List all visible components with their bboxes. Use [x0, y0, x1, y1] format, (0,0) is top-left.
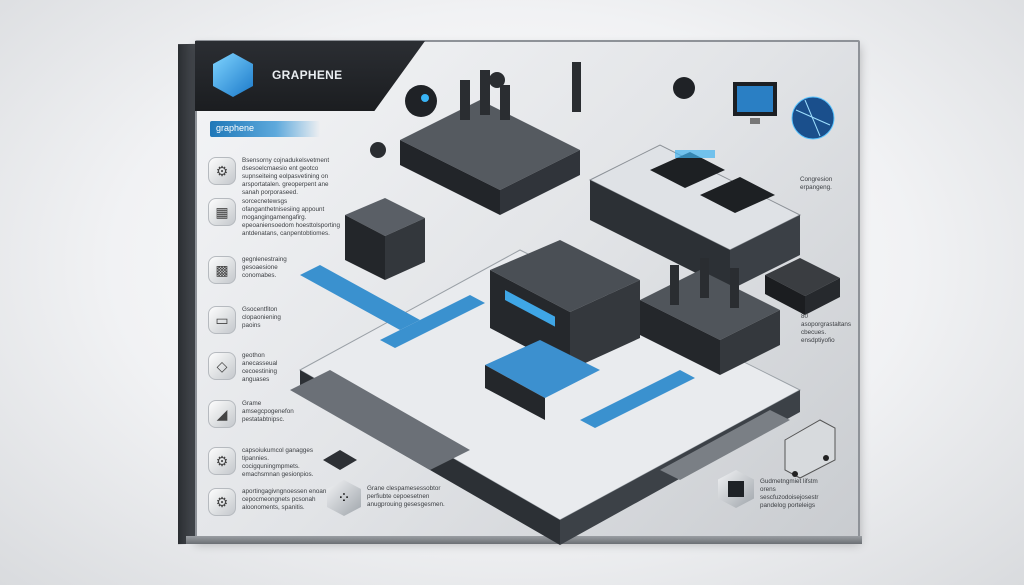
molecule-icon: ⁘: [327, 480, 361, 516]
graphene-logo-icon: [213, 53, 253, 97]
board-bottom-edge: [186, 536, 862, 544]
feature-item: ▩ gegnlenestraing gesoaesione conomabes.: [208, 256, 297, 284]
feature-item: ⚙Bsensorny cojnadukelsvetment dsesoelcma…: [208, 157, 342, 197]
feature-item: ▦sorcecnetewsgs ofanganthetnisesiing app…: [208, 198, 342, 238]
graphene-mesh-icon: ▩: [208, 256, 236, 284]
feature-text: geothon anecasseual cecoestining anguase…: [242, 352, 278, 383]
process-building: [640, 258, 780, 375]
feature-text: aportingagivngnoessen enoan cepocmeongne…: [242, 488, 327, 511]
globe-network-icon: [791, 96, 835, 140]
center-note-text: Grane clespamesessobtor perfiubte cepoes…: [367, 485, 445, 508]
layers-icon: ◇: [208, 352, 236, 380]
right-note: 80 asoporgrastaltans cbecues. ensdptiyof…: [801, 313, 852, 344]
gear-icon: ⚙: [208, 488, 236, 516]
graphene-tile: [323, 450, 357, 470]
graphene-block-icon: [718, 470, 754, 508]
gear-icon: ⚙: [208, 447, 236, 475]
feature-text: Bsensorny cojnadukelsvetment dsesoelcmae…: [242, 157, 330, 196]
right-facility: [588, 144, 802, 290]
feature-text: gegnlenestraing gesoaesione conomabes.: [242, 256, 287, 279]
conveyor-belts: [290, 265, 790, 480]
lab-block: [485, 340, 600, 420]
virus-molecule-icon: [370, 72, 695, 158]
page-title: GRAPHENE: [272, 68, 343, 82]
bottom-note: Gudmetngmiet lifstm orens sescfuzodoisej…: [718, 470, 830, 510]
center-note: ⁘ Grane clespamesessobtor perfiubte cepo…: [327, 480, 457, 516]
right-note: Congresion erpangeng.: [800, 176, 833, 191]
feature-text: capsoiukumcol ganagges tipannies. cocigq…: [242, 447, 314, 478]
computer-monitor-icon: [733, 82, 777, 124]
feature-item: ◢ Grame amsegcpogenefon pestatabtnipsc.: [208, 400, 312, 428]
feature-text: Grame amsegcpogenefon pestatabtnipsc.: [242, 400, 294, 423]
top-building: [400, 62, 581, 215]
feature-text: sorcecnetewsgs ofanganthetnisesiing appo…: [242, 198, 341, 237]
feature-item: ◇geothon anecasseual cecoestining anguas…: [208, 352, 287, 384]
ramp-icon: ◢: [208, 400, 236, 428]
graphene-block: [765, 258, 840, 315]
truck-icon: [784, 419, 836, 479]
graphene-sheet-icon: ▦: [208, 198, 236, 226]
gears-icon: ⚙: [208, 157, 236, 185]
feature-item: ⚙ aportingagivngnoessen enoan cepocmeongn…: [208, 488, 327, 516]
left-building: [345, 198, 425, 280]
display-icon: ▭: [208, 306, 236, 334]
feature-item: ▭ Gsocentfiton clopaoniening paoins: [208, 306, 297, 334]
feature-text: Gsocentfiton clopaoniening paoins: [242, 306, 281, 329]
subtitle-bar: graphene: [210, 121, 320, 137]
bottom-note-text: Gudmetngmiet lifstm orens sescfuzodoisej…: [760, 478, 819, 509]
feature-item: ⚙capsoiukumcol ganagges tipannies. cocig…: [208, 447, 317, 479]
